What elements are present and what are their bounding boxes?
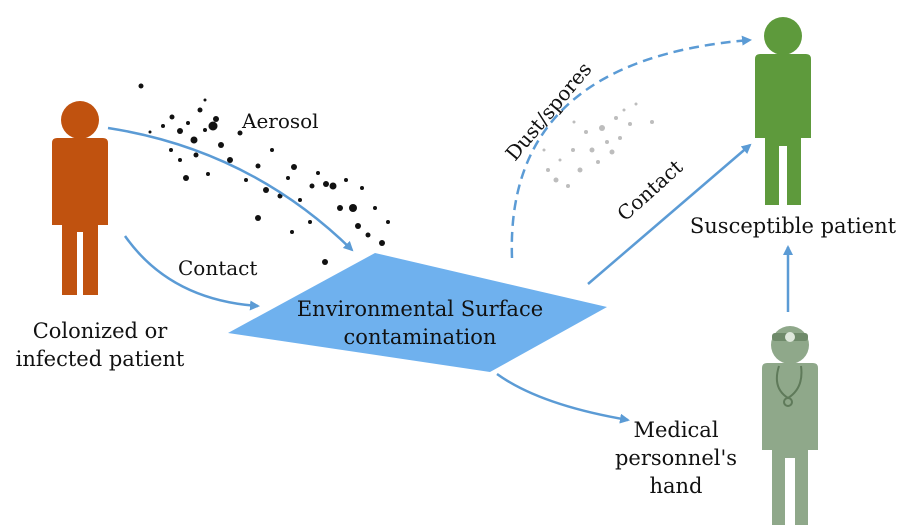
hand-label-line3: hand [649,474,702,498]
contact-arrow-left [123,235,260,311]
surface-label-line2: contamination [344,325,497,349]
hand-arrow [496,372,630,424]
susceptible-patient-icon [755,17,811,205]
contact-right-label: Contact [612,155,687,226]
source-label-line1: Colonized or [33,319,169,343]
source-label-line2: infected patient [16,347,185,371]
aerosol-label: Aerosol [241,109,319,133]
environmental-surface-shape [228,253,607,372]
dust-arrow [510,35,752,259]
medical-personnel-icon [762,326,818,525]
contact-arrow-right [587,143,752,285]
colonized-patient-icon [52,101,108,295]
dust-label: Dust/spores [500,57,596,165]
surface-label-line1: Environmental Surface [297,297,543,321]
target-label: Susceptible patient [690,214,897,238]
contact-left-label: Contact [178,256,257,280]
dust-spore-particles [542,102,654,188]
hand-label-line1: Medical [633,418,718,442]
aerosol-particles [138,83,390,265]
aerosol-arrow [107,126,354,252]
hand-label-line2: personnel's [615,446,737,470]
